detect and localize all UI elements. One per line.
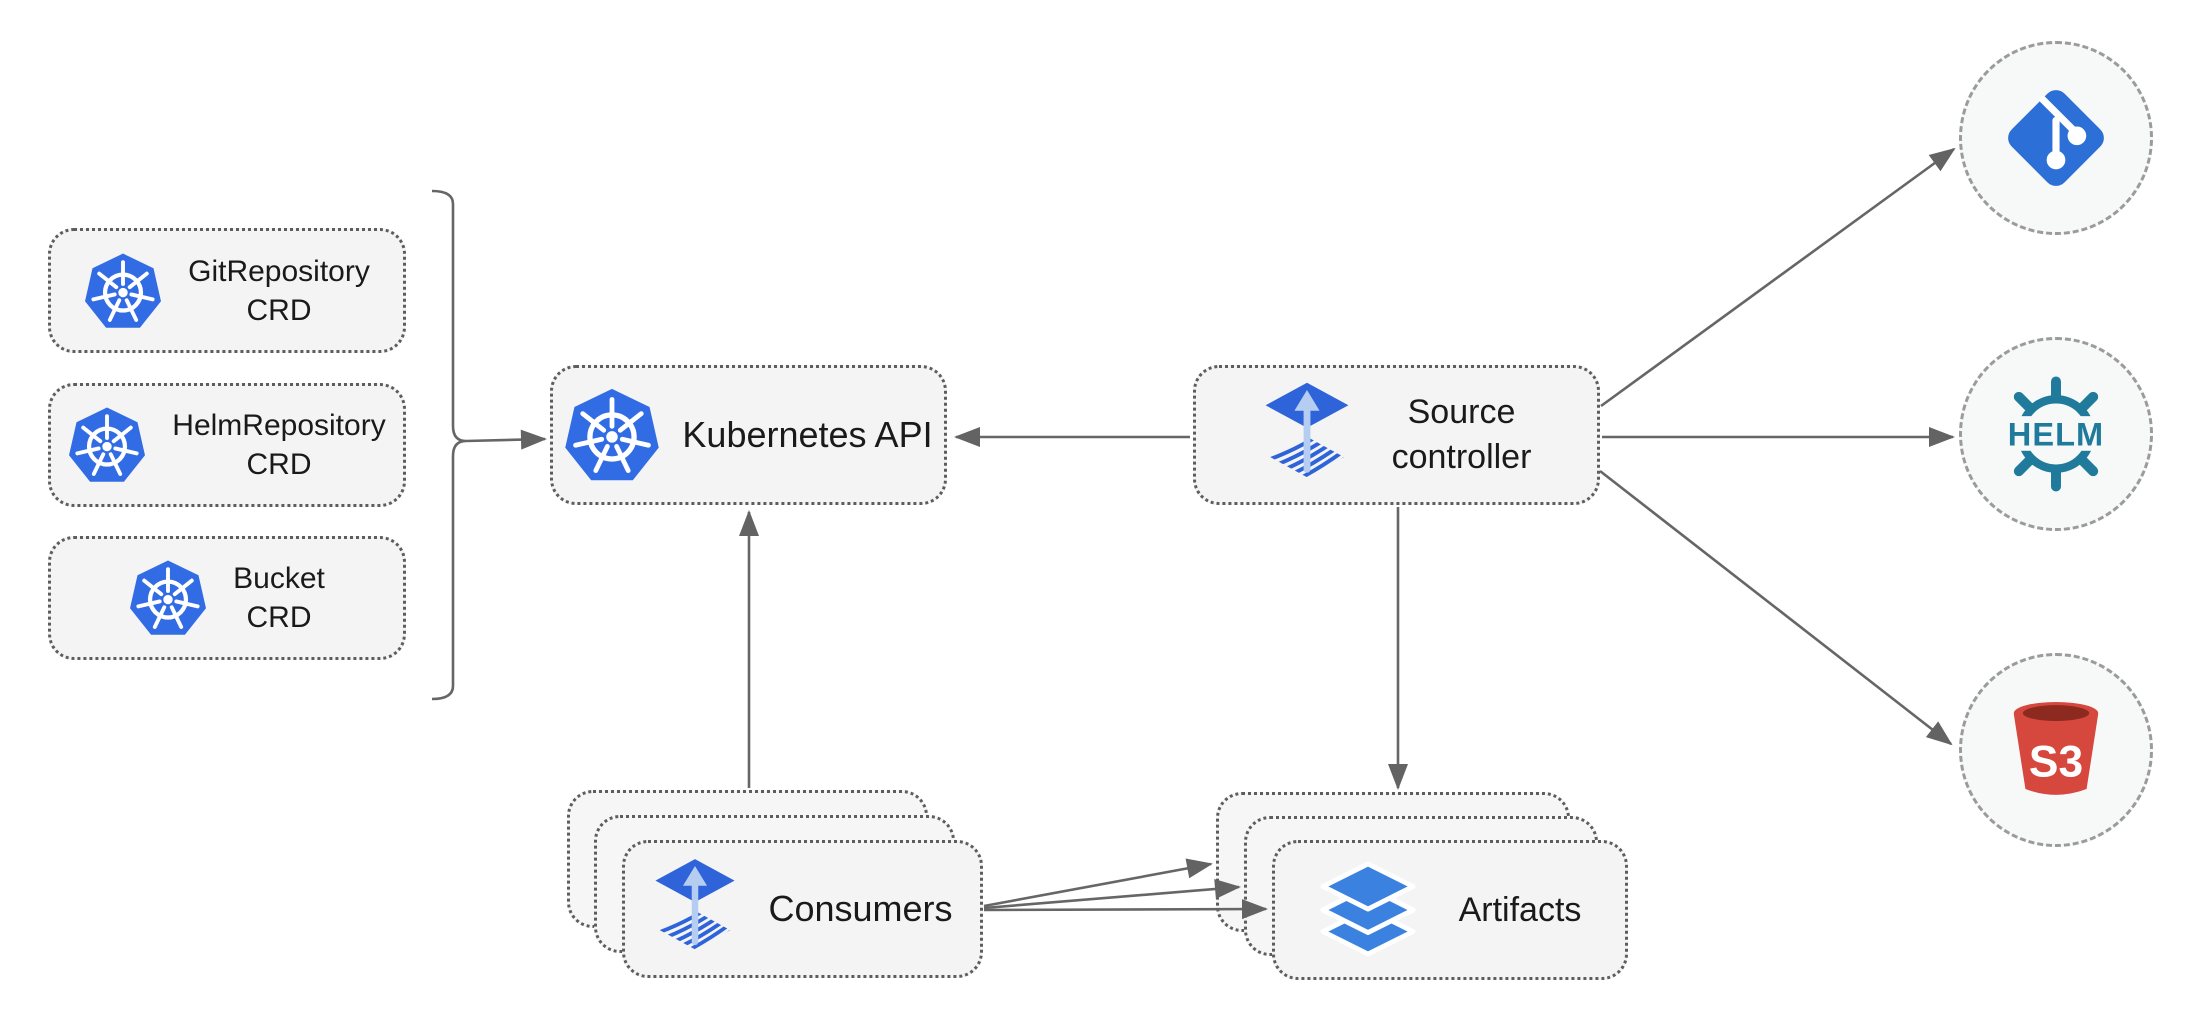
arrow-source-to-git (1600, 147, 1956, 408)
source-controller-label: Source controller (1392, 390, 1532, 480)
crd-label-line1: GitRepository (188, 254, 370, 288)
arrow-crds-to-k8s-api (465, 429, 547, 450)
node-label: Bucket CRD (233, 559, 325, 637)
node-bucket-crd: Bucket CRD (48, 536, 406, 660)
node-gitrepository-crd: GitRepository CRD (48, 228, 406, 353)
node-helmrepository-crd: HelmRepository CRD (48, 383, 406, 507)
source-label-line2: controller (1391, 438, 1532, 476)
node-git-source (1959, 41, 2153, 235)
node-source-controller: Source controller (1193, 365, 1600, 505)
helm-label: HELM (2008, 417, 2104, 453)
node-consumers: Consumers (622, 840, 983, 978)
consumers-label: Consumers (768, 888, 953, 929)
crd-label-line2: CRD (246, 601, 312, 634)
node-s3-source: S3 (1959, 653, 2153, 847)
crd-label-line2: CRD (246, 293, 312, 327)
kubernetes-icon (129, 559, 207, 637)
crd-group-brace (431, 189, 467, 701)
arrow-consumers-to-artifacts-1 (983, 858, 1213, 908)
crd-label-line2: CRD (246, 448, 312, 481)
arrow-consumers-to-artifacts-2 (983, 879, 1241, 910)
kubernetes-icon (564, 387, 660, 483)
git-icon (2001, 83, 2111, 193)
node-kubernetes-api: Kubernetes API (550, 365, 947, 505)
node-artifacts: Artifacts (1272, 840, 1628, 980)
flux-icon (652, 857, 738, 961)
node-helm-source: HELM (1959, 337, 2153, 531)
kubernetes-api-label: Kubernetes API (682, 414, 933, 455)
kubernetes-icon (68, 406, 146, 484)
crd-label-line1: Bucket (233, 562, 325, 595)
s3-label: S3 (2029, 737, 2083, 786)
flux-icon (1262, 381, 1352, 489)
arrow-source-to-s3 (1599, 469, 1953, 746)
layers-icon (1319, 861, 1417, 959)
s3-bucket-icon: S3 (2013, 702, 2099, 795)
kubernetes-icon (84, 252, 162, 330)
artifacts-label: Artifacts (1458, 890, 1582, 929)
helm-icon: HELM (1993, 376, 2119, 492)
crd-label-line1: HelmRepository (172, 409, 386, 442)
node-label: GitRepository CRD (188, 252, 370, 330)
node-label: HelmRepository CRD (172, 406, 385, 484)
source-label-line1: Source (1407, 393, 1516, 431)
